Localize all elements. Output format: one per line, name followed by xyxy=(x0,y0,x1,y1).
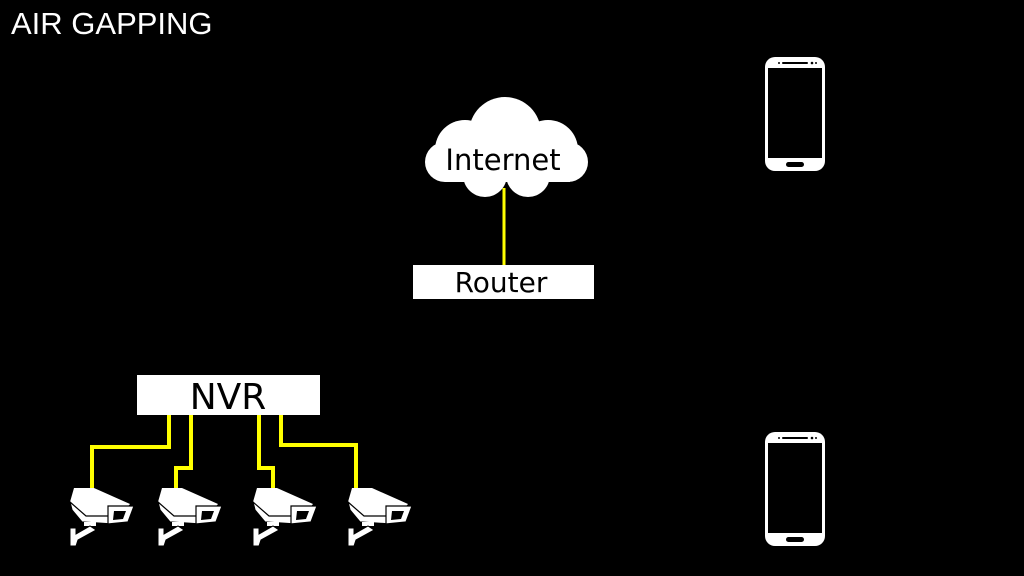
page-title: AIR GAPPING xyxy=(11,6,213,41)
security-camera-icon xyxy=(69,487,135,547)
smartphone-icon xyxy=(765,432,825,546)
cable-nvr-camera-3 xyxy=(257,414,275,492)
nvr-cables xyxy=(90,414,358,492)
cable-nvr-camera-1 xyxy=(90,414,171,492)
internet-cloud: Internet xyxy=(425,97,588,197)
internet-label: Internet xyxy=(445,143,560,177)
router-label: Router xyxy=(455,266,548,299)
security-camera-icon xyxy=(157,487,223,547)
nvr-label: NVR xyxy=(190,377,267,418)
router-box: Router xyxy=(413,265,594,299)
smartphone-icon xyxy=(765,57,825,171)
security-camera-icon xyxy=(347,487,413,547)
security-camera-icon xyxy=(252,487,318,547)
cloud-icon xyxy=(425,97,588,197)
nvr-box: NVR xyxy=(137,375,320,418)
cable-nvr-camera-2 xyxy=(174,414,193,492)
cable-nvr-camera-4 xyxy=(279,414,358,492)
